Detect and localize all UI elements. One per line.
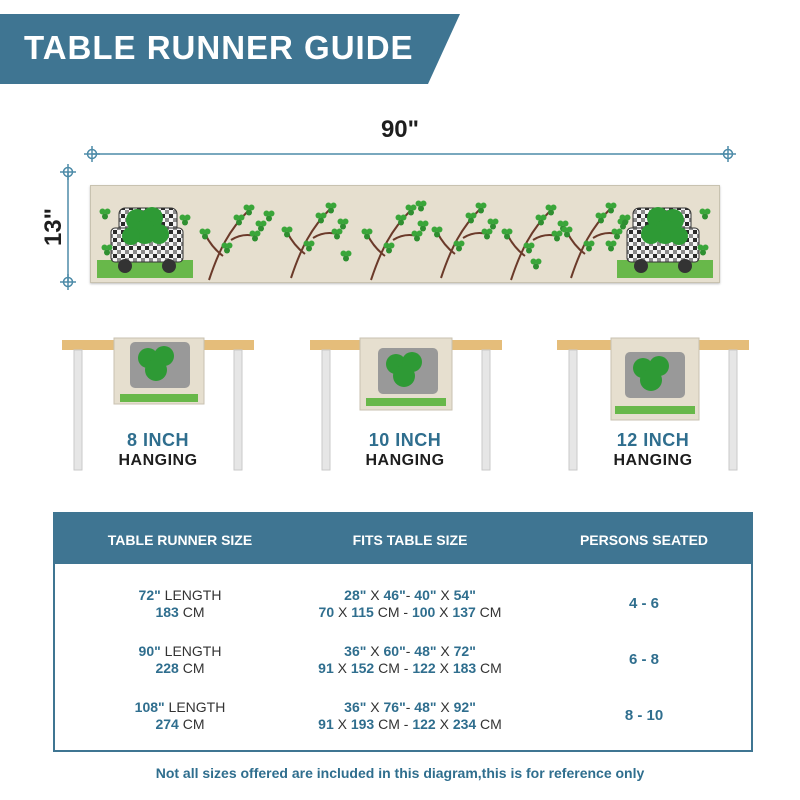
runner-size: 90" LENGTH 228 CM <box>138 643 222 676</box>
width-dimension-line <box>84 146 736 162</box>
hanging-word: HANGING <box>118 452 198 469</box>
table-12-inch-illustration <box>557 337 749 471</box>
persons-seated: 4 - 6 <box>628 595 659 612</box>
height-dimension-line <box>60 164 76 290</box>
title-banner <box>0 14 460 84</box>
hanging-word: HANGING <box>365 452 445 469</box>
fits-table-size: 28" X 46"- 40" X 54" 70 X 115 CM - 100 X… <box>318 587 502 620</box>
table-row: 90" LENGTH 228 CM 36" X 60"- 48" X 72" 9… <box>55 641 751 681</box>
hanging-size: 8 INCH <box>126 430 189 450</box>
column-header: FITS TABLE SIZE <box>352 532 468 548</box>
hanging-label-8: 8 INCH HANGING <box>58 430 258 471</box>
table-runner-image <box>90 185 720 283</box>
column-header: PERSONS SEATED <box>579 532 709 548</box>
hanging-label-12: 12 INCH HANGING <box>553 430 753 471</box>
hanging-label-10: 10 INCH HANGING <box>305 430 505 471</box>
table-8-inch-illustration <box>62 337 254 471</box>
table-10-inch-illustration <box>310 337 502 471</box>
hanging-size: 10 INCH <box>368 430 442 450</box>
table-row: 108" LENGTH 274 CM 36" X 76"- 48" X 92" … <box>55 697 751 737</box>
size-table: TABLE RUNNER SIZE FITS TABLE SIZE PERSON… <box>53 512 753 752</box>
reference-footnote: Not all sizes offered are included in th… <box>155 765 645 781</box>
column-header: TABLE RUNNER SIZE <box>107 532 253 548</box>
persons-seated: 6 - 8 <box>628 651 659 668</box>
hanging-size: 12 INCH <box>616 430 690 450</box>
page-title: TABLE RUNNER GUIDE <box>24 29 414 66</box>
table-row: 72" LENGTH 183 CM 28" X 46"- 40" X 54" 7… <box>55 585 751 625</box>
hanging-word: HANGING <box>613 452 693 469</box>
table-header: TABLE RUNNER SIZE FITS TABLE SIZE PERSON… <box>55 514 751 564</box>
runner-size: 108" LENGTH 274 CM <box>134 699 226 732</box>
runner-size: 72" LENGTH 183 CM <box>138 587 222 620</box>
fits-table-size: 36" X 76"- 48" X 92" 91 X 193 CM - 122 X… <box>318 699 502 732</box>
fits-table-size: 36" X 60"- 48" X 72" 91 X 152 CM - 122 X… <box>318 643 502 676</box>
persons-seated: 8 - 10 <box>624 707 664 724</box>
width-dimension-label: 90" <box>380 116 420 143</box>
